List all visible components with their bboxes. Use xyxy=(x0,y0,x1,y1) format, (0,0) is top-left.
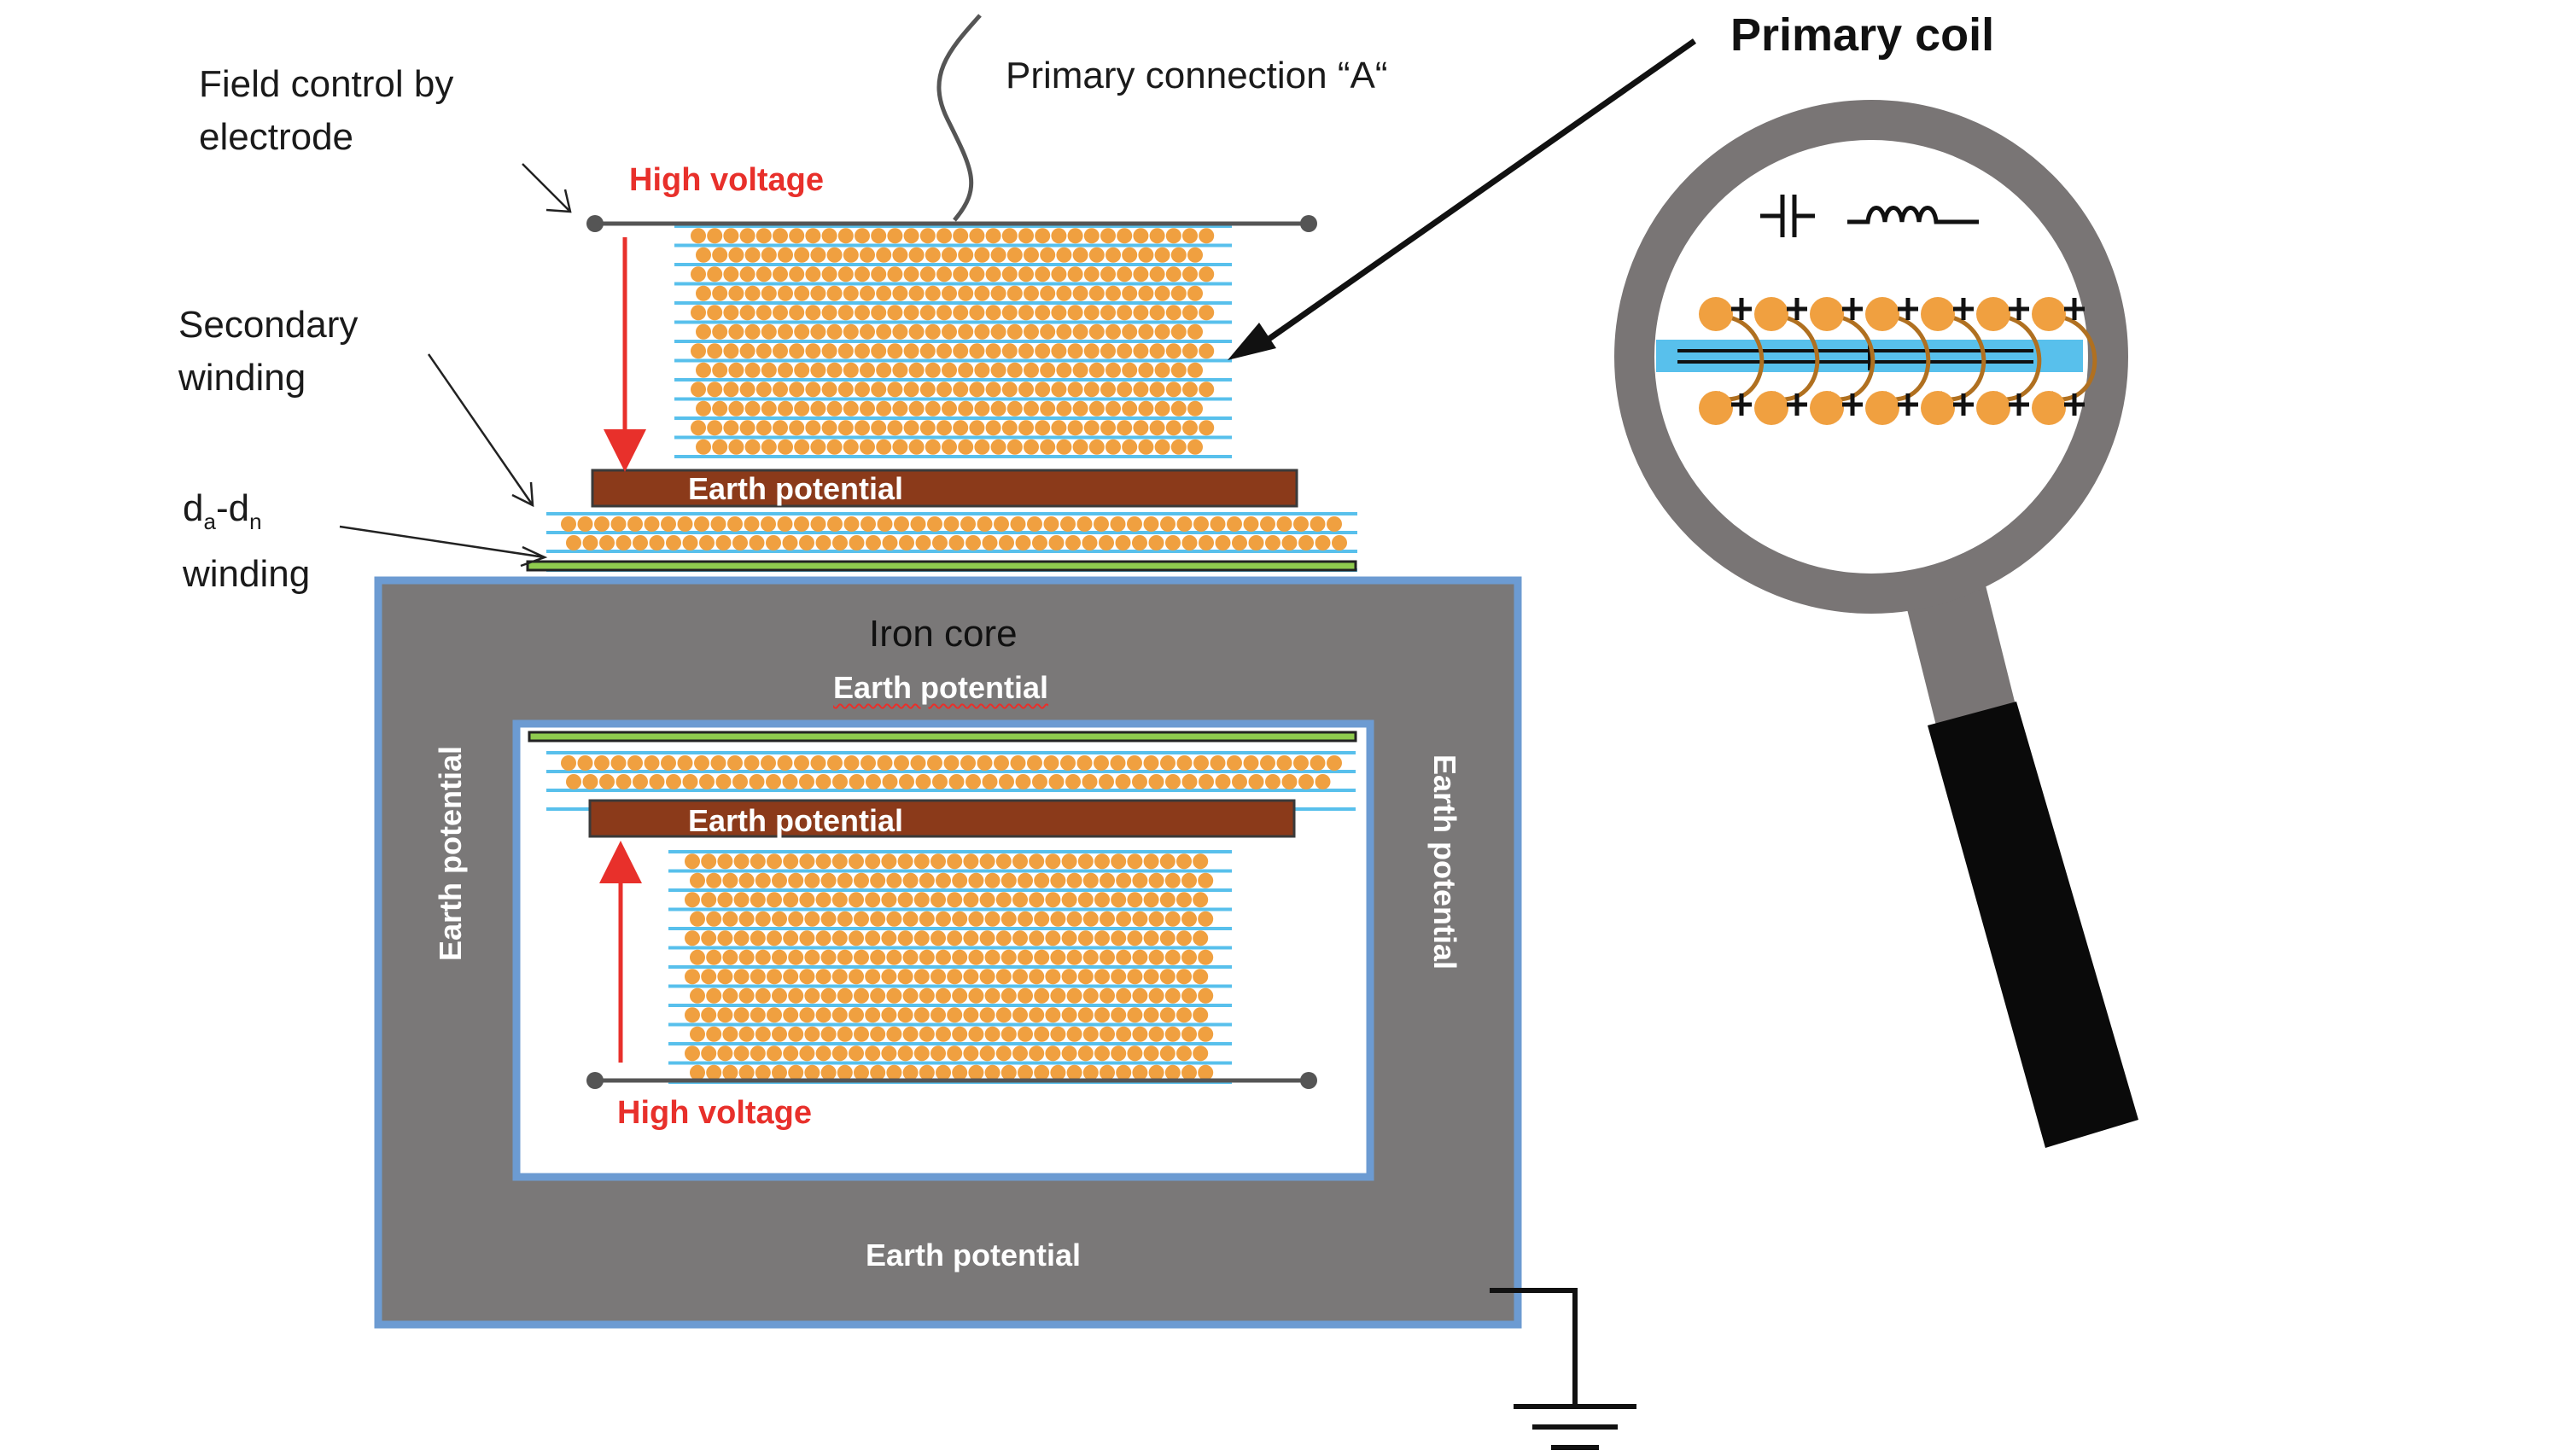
magnifier-neck xyxy=(1902,572,2016,725)
earth-bar-top xyxy=(591,469,1298,508)
high-voltage-bottom-label: High voltage xyxy=(617,1095,813,1131)
primary-winding-bottom xyxy=(668,850,1232,1084)
dadn-winding-label: da-dn winding xyxy=(183,487,311,595)
earth-core-top-label: Earth potential xyxy=(833,670,1049,705)
earth-bar-bottom xyxy=(588,799,1296,838)
primary-winding-top xyxy=(674,224,1232,458)
capacitor-symbol-icon xyxy=(1760,195,1815,237)
high-voltage-top-label: High voltage xyxy=(629,162,825,198)
magnified-coil-detail xyxy=(1656,195,2097,425)
primary-connection-label: Primary connection “A“ xyxy=(1006,55,1388,96)
iron-core-label: Iron core xyxy=(869,613,1018,655)
earth-bar-bottom-label: Earth potential xyxy=(688,803,904,838)
magnifier-ring xyxy=(1614,100,2128,614)
secondary-winding-label: Secondary winding xyxy=(178,304,359,399)
primary-coil-pointer xyxy=(1251,38,1697,352)
magnifier-icon xyxy=(1614,100,2138,1148)
primary-coil-title: Primary coil xyxy=(1730,9,1995,61)
dadn-strip-top xyxy=(526,560,1357,572)
electrode-bottom xyxy=(586,1072,1317,1089)
earth-core-bottom-label: Earth potential xyxy=(866,1238,1082,1273)
secondary-winding-bottom xyxy=(546,751,1356,811)
earth-core-right-label: Earth potential xyxy=(1427,754,1462,970)
electrode-top xyxy=(586,215,1317,232)
dadn-strip-bottom xyxy=(528,731,1357,743)
earth-bar-top-label: Earth potential xyxy=(688,471,904,506)
ground-symbol-icon xyxy=(1490,1288,1636,1450)
callout-arrows xyxy=(339,163,572,568)
field-control-label: Field control by electrode xyxy=(199,63,454,158)
magnifier-handle xyxy=(1928,702,2138,1148)
earth-core-left-label: Earth potential xyxy=(433,745,468,962)
primary-connection-wire xyxy=(936,14,982,222)
inductor-symbol-icon xyxy=(1847,206,1979,224)
